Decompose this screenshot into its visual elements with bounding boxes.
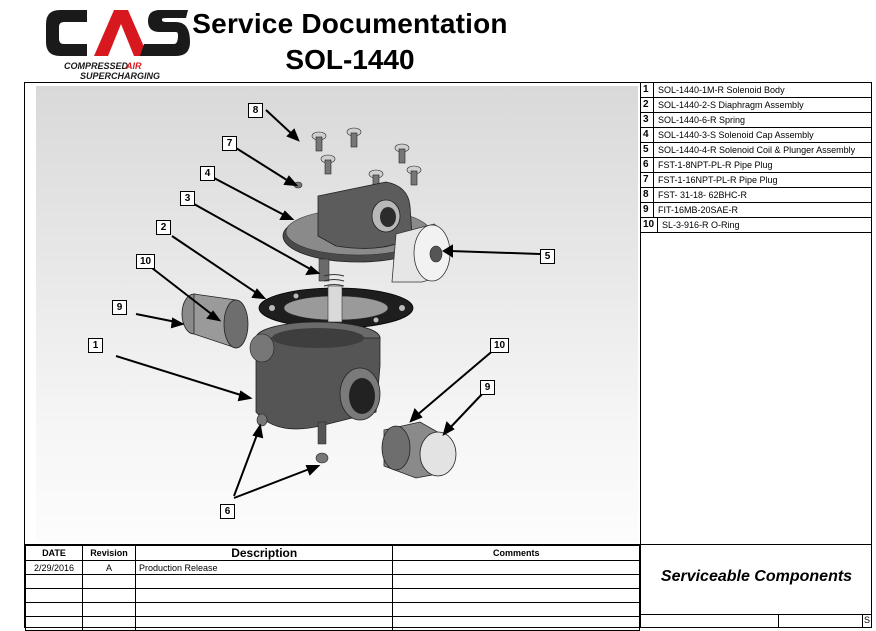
callout-5: 5 (540, 249, 555, 264)
title-block-label: Serviceable Components (660, 568, 853, 585)
spring (323, 273, 345, 292)
revision-table: DATE Revision Description Comments 2/29/… (25, 545, 640, 631)
part-number: 7 (641, 173, 654, 187)
parts-row: 10 SL-3-916-R O-Ring (641, 218, 872, 233)
table-row (25, 602, 640, 617)
part-description: SOL-1440-6-R Spring (658, 115, 746, 125)
callout-6: 6 (220, 504, 235, 519)
title-block-divider (778, 614, 779, 628)
table-row: 2/29/2016 A Production Release (25, 560, 640, 575)
part-number: 5 (641, 143, 654, 157)
parts-row: 9 FIT-16MB-20SAE-R (641, 203, 872, 218)
part-description: SOL-1440-1M-R Solenoid Body (658, 85, 785, 95)
solenoid-coil (391, 223, 451, 283)
callout-9-left: 9 (112, 300, 127, 315)
parts-row: 1 SOL-1440-1M-R Solenoid Body (641, 83, 872, 98)
diaphragm (258, 285, 414, 329)
header-description: Description (134, 545, 394, 561)
page-title: Service Documentation (192, 8, 508, 39)
part-description: FST-1-16NPT-PL-R Pipe Plug (658, 175, 778, 185)
header-revision: Revision (81, 545, 136, 561)
revision-header-row: DATE Revision Description Comments (25, 545, 640, 561)
part-number: 2 (641, 98, 654, 112)
parts-row: 6 FST-1-8NPT-PL-R Pipe Plug (641, 158, 872, 173)
part-description: FST-1-8NPT-PL-R Pipe Plug (658, 160, 773, 170)
parts-row: 8 FST- 31-18- 62BHC-R (641, 188, 872, 203)
solenoid-body (249, 321, 381, 445)
parts-row: 2 SOL-1440-2-S Diaphragm Assembly (641, 98, 872, 113)
part-description: FST- 31-18- 62BHC-R (658, 190, 748, 200)
callout-2: 2 (156, 220, 171, 235)
part-number: 4 (641, 128, 654, 142)
parts-row: 3 SOL-1440-6-R Spring (641, 113, 872, 128)
rev-letter: A (81, 560, 136, 575)
left-fitting (181, 293, 249, 349)
callout-8: 8 (248, 103, 263, 118)
callout-7: 7 (222, 136, 237, 151)
parts-row: 5 SOL-1440-4-R Solenoid Coil & Plunger As… (641, 143, 872, 158)
callout-1: 1 (88, 338, 103, 353)
part-description: SOL-1440-3-S Solenoid Cap Assembly (658, 130, 814, 140)
logo-line1-b: AIR (125, 61, 142, 71)
part-number-title: SOL-1440 (285, 44, 415, 75)
part-number: 1 (641, 83, 654, 97)
callout-3: 3 (180, 191, 195, 206)
parts-row: 4 SOL-1440-3-S Solenoid Cap Assembly (641, 128, 872, 143)
callout-10-left: 10 (136, 254, 155, 269)
table-row (25, 616, 640, 631)
title-block-divider (862, 614, 863, 628)
part-description: FIT-16MB-20SAE-R (658, 205, 739, 215)
part-description: SL-3-916-R O-Ring (662, 220, 740, 230)
table-row (25, 588, 640, 603)
right-fitting (381, 421, 457, 479)
part-number: 6 (641, 158, 654, 172)
part-number: 9 (641, 203, 654, 217)
logo-line1-a: COMPRESSED (64, 61, 129, 71)
frame-divider-vertical (640, 82, 641, 628)
exploded-view-drawing: 8 7 4 3 2 10 9 1 5 10 9 6 (36, 86, 638, 542)
cas-logo: COMPRESSED AIR SUPERCHARGING (42, 2, 192, 82)
table-row (25, 574, 640, 589)
rev-description: Production Release (134, 560, 394, 575)
parts-row: 7 FST-1-16NPT-PL-R Pipe Plug (641, 173, 872, 188)
frame-divider-horizontal (24, 544, 872, 545)
screw-group (311, 127, 422, 190)
part-number: 3 (641, 113, 654, 127)
callout-4: 4 (200, 166, 215, 181)
leader-lines (115, 109, 541, 499)
callout-10-right: 10 (490, 338, 509, 353)
parts-list: 1 SOL-1440-1M-R Solenoid Body 2 SOL-1440-2… (641, 83, 872, 233)
rev-date: 2/29/2016 (25, 560, 83, 575)
part-number: 8 (641, 188, 654, 202)
part-number: 10 (641, 218, 658, 232)
callout-9-right: 9 (480, 380, 495, 395)
part-description: SOL-1440-4-R Solenoid Coil & Plunger Ass… (658, 145, 856, 155)
header-comments: Comments (392, 545, 640, 561)
rev-comments (392, 560, 640, 575)
title-block-corner-text: S (864, 615, 871, 625)
logo-line2: SUPERCHARGING (80, 71, 160, 81)
header-date: DATE (25, 545, 83, 561)
part-description: SOL-1440-2-S Diaphragm Assembly (658, 100, 804, 110)
title-block-divider (641, 614, 872, 615)
